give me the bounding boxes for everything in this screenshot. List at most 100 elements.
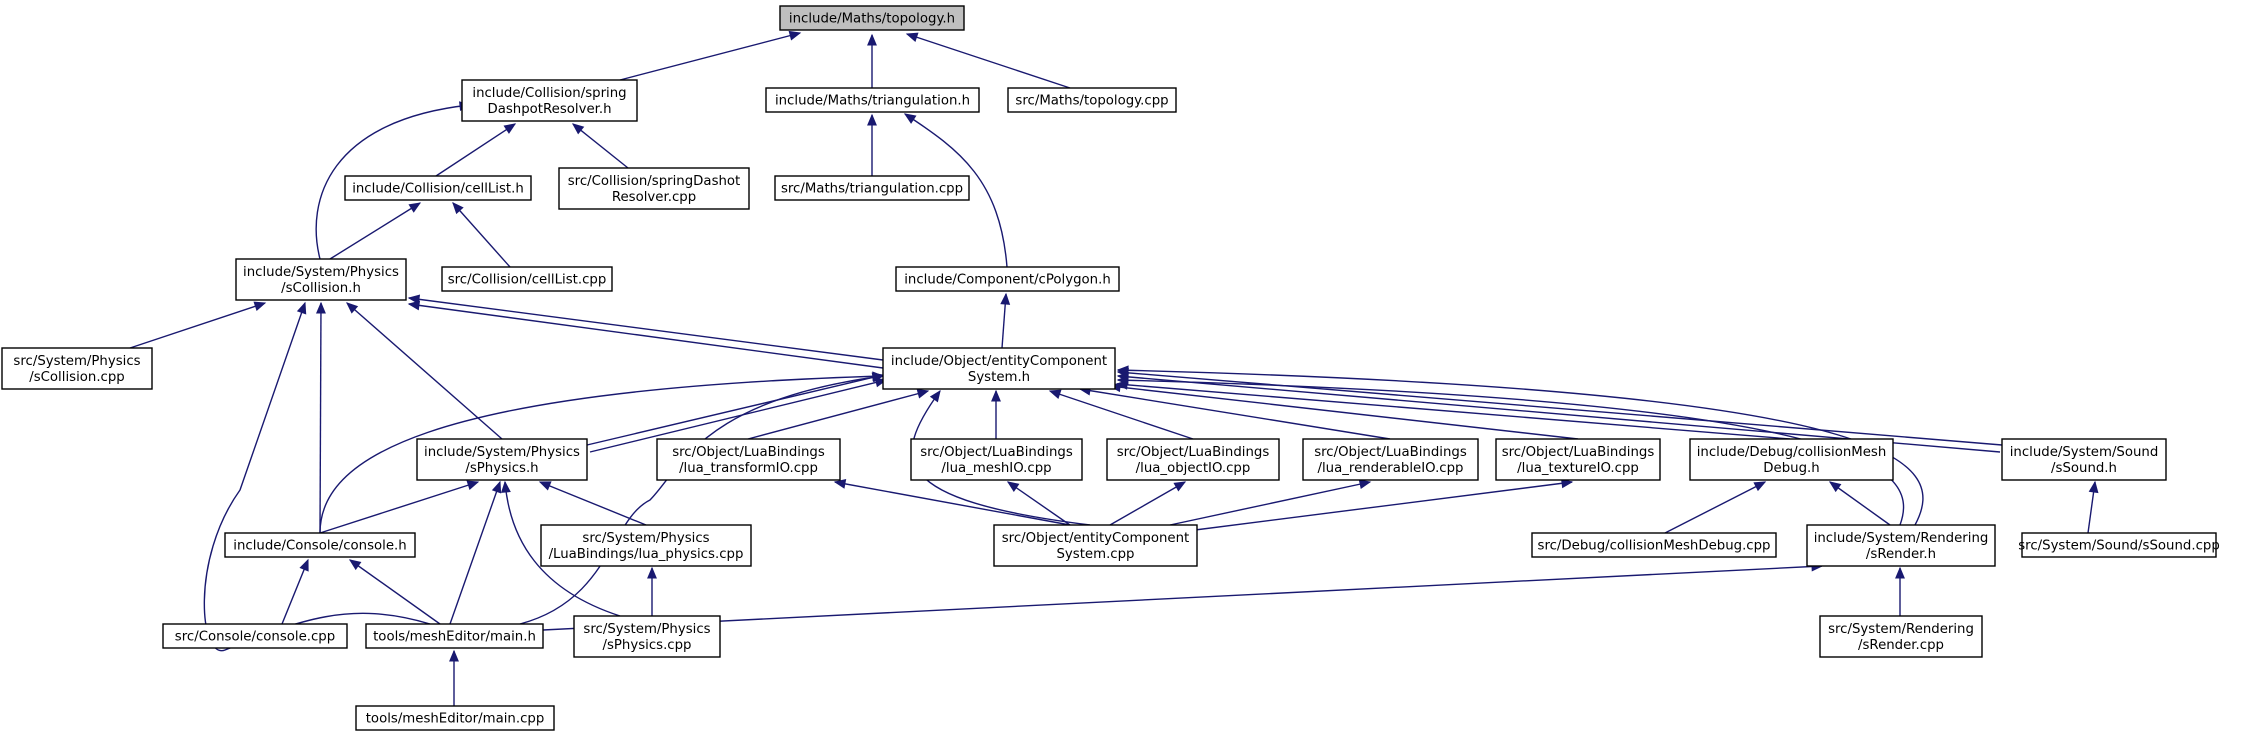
arrowhead [867, 33, 877, 46]
node-label-line: include/System/Rendering [1814, 531, 1989, 546]
edge-luaPhysics-to-sPhysicscpp [647, 566, 657, 616]
node-label-line: include/System/Sound [2010, 445, 2159, 460]
node-label-line: src/Maths/topology.cpp [1015, 94, 1168, 109]
node-label-line: /sCollision.cpp [29, 370, 125, 385]
node-label-line: src/System/Physics [582, 531, 709, 546]
node-label-line: Debug.h [1763, 461, 1819, 476]
edge-console-to-consolecpp [281, 558, 309, 625]
node-box [2021, 532, 2217, 558]
edge-render-to-rendercpp [1895, 566, 1905, 616]
file-node[interactable]: tools/meshEditor/main.cpp [355, 705, 555, 731]
node-label-line: src/System/Physics [583, 622, 710, 637]
file-node[interactable]: src/System/Rendering/sRender.cpp [1819, 615, 1983, 658]
file-node[interactable]: src/Object/LuaBindings/lua_meshIO.cpp [910, 438, 1083, 481]
edge-ecs-to-object [1048, 389, 1194, 440]
node-label-line: src/Object/LuaBindings [1314, 445, 1467, 460]
node-label-line: tools/meshEditor/main.h [373, 630, 536, 645]
arrowhead [316, 301, 326, 314]
node-label-line: /sRender.cpp [1858, 638, 1944, 653]
node-box [1106, 438, 1280, 481]
arrowhead [466, 480, 480, 490]
file-node[interactable]: src/Collision/cellList.cpp [441, 266, 613, 292]
arrowhead [1116, 365, 1129, 376]
edge-ecs-to-sCollision-a [407, 294, 884, 361]
node-box [416, 438, 588, 481]
node-label-line: include/Object/entityComponent [891, 354, 1107, 369]
edge-render-to-ecs [1116, 365, 1924, 526]
node-label-line: src/Object/LuaBindings [1117, 445, 1270, 460]
file-node[interactable]: include/Maths/topology.h [779, 5, 965, 31]
edge-mesh-to-ecscpp [1006, 481, 1071, 526]
node-label-line: DashpotResolver.h [487, 102, 611, 117]
node-box [162, 623, 348, 649]
file-node[interactable]: include/System/Physics/sCollision.h [235, 258, 407, 301]
file-node[interactable]: include/Maths/triangulation.h [765, 87, 980, 113]
node-label-line: src/System/Sound/sSound.cpp [2018, 539, 2220, 554]
node-label-line: /lua_meshIO.cpp [941, 461, 1051, 476]
edge-tri-to-tricpp [867, 113, 877, 176]
arrowhead [903, 113, 917, 124]
node-label-line: include/Maths/topology.h [789, 12, 955, 27]
edge-texture-to-ecscpp [1194, 478, 1574, 531]
edge-debug-to-render [1828, 481, 1891, 526]
file-node[interactable]: src/Console/console.cpp [162, 623, 348, 649]
file-node[interactable]: src/System/Sound/sSound.cpp [2018, 532, 2220, 558]
edge-render-to-main-h [542, 561, 1824, 631]
file-node[interactable]: include/Debug/collisionMeshDebug.h [1689, 438, 1894, 481]
file-node[interactable]: include/Collision/cellList.h [344, 175, 532, 201]
edge-sPhysics-to-sPhysicscpp [500, 480, 621, 617]
arrowhead [348, 559, 362, 571]
file-node[interactable]: include/Console/console.h [224, 532, 416, 558]
node-box [1495, 438, 1661, 481]
node-label-line: /sRender.h [1866, 547, 1936, 562]
edge-cellList-to-sCollision [329, 202, 422, 260]
file-node[interactable]: include/Component/cPolygon.h [895, 266, 1120, 292]
file-node[interactable]: src/System/Physics/sPhysics.cpp [573, 615, 721, 658]
arrowhead [867, 113, 877, 126]
edge-main-h-to-maincpp [449, 649, 459, 706]
file-node[interactable]: include/System/Rendering/sRender.h [1806, 524, 1996, 567]
edge-sPhysics-to-luaPhysics [538, 481, 647, 526]
node-box [1007, 87, 1177, 113]
arrowhead [1000, 292, 1011, 305]
file-node[interactable]: src/Object/LuaBindings/lua_objectIO.cpp [1106, 438, 1280, 481]
node-box [344, 175, 532, 201]
node-label-line: src/Object/entityComponent [1002, 531, 1189, 546]
file-node[interactable]: src/Debug/collisionMeshDebug.cpp [1531, 532, 1777, 558]
file-node[interactable]: include/System/Physics/sPhysics.h [416, 438, 588, 481]
node-box [224, 532, 416, 558]
file-node[interactable]: src/Object/LuaBindings/lua_transformIO.c… [656, 438, 841, 481]
file-node[interactable]: src/System/Physics/LuaBindings/lua_physi… [540, 524, 752, 567]
node-box [558, 167, 750, 210]
arrowhead [1753, 481, 1767, 492]
arrowhead [991, 389, 1001, 402]
node-box [355, 705, 555, 731]
file-node[interactable]: src/Object/LuaBindings/lua_textureIO.cpp [1495, 438, 1661, 481]
edge-topo-to-springDashpot [619, 30, 802, 81]
node-box [1, 347, 153, 390]
arrowhead [1006, 481, 1020, 493]
node-label-line: /lua_textureIO.cpp [1517, 461, 1639, 476]
file-node[interactable]: src/Maths/triangulation.cpp [774, 175, 970, 201]
file-node[interactable]: include/Collision/springDashpotResolver.… [461, 79, 638, 122]
arrowhead [452, 202, 464, 215]
edge-ecs-to-sound-a [1116, 367, 2003, 446]
file-node[interactable]: src/Maths/topology.cpp [1007, 87, 1177, 113]
node-label-line: src/Object/LuaBindings [920, 445, 1073, 460]
file-node[interactable]: tools/meshEditor/main.h [365, 623, 544, 649]
node-label-line: /sPhysics.cpp [602, 638, 691, 653]
arrowhead [296, 301, 307, 315]
node-box [235, 258, 407, 301]
node-label-line: src/System/Physics [13, 354, 140, 369]
arrowhead [449, 649, 459, 662]
file-node[interactable]: src/System/Physics/sCollision.cpp [1, 347, 153, 390]
file-node[interactable]: src/Object/LuaBindings/lua_renderableIO.… [1302, 438, 1479, 481]
file-node[interactable]: include/System/Sound/sSound.h [2001, 438, 2167, 481]
edge-topo-to-triangulation [867, 33, 877, 88]
node-box [882, 347, 1116, 390]
arrowhead [571, 123, 585, 135]
node-label-line: /sCollision.h [281, 281, 361, 296]
